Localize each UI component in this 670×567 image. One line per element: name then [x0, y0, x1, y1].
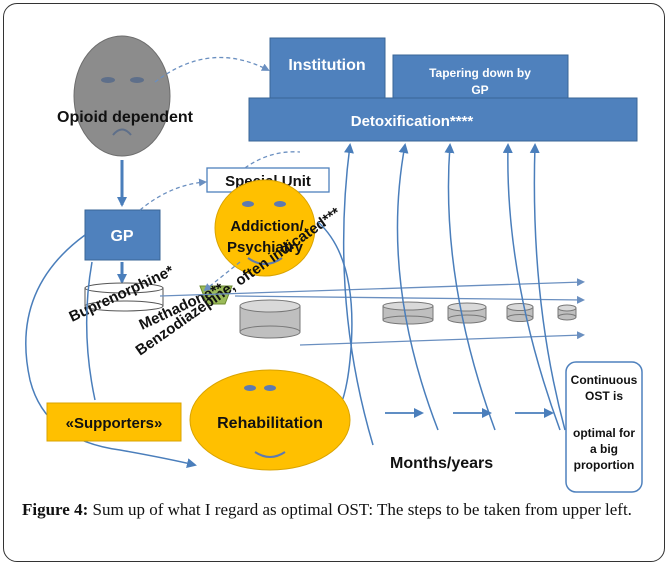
arrow-up-to-detox-1	[342, 143, 374, 446]
arrow-addiction-to-methadone	[203, 261, 241, 292]
addiction-label-line1: Addiction/	[230, 218, 304, 235]
detoxification-box	[248, 97, 638, 142]
taper-cylinder-3	[506, 303, 534, 322]
caption-label: Figure 4:	[22, 500, 89, 519]
continuous-ost-box	[565, 361, 643, 493]
arrow-up-to-detox-2	[396, 143, 439, 431]
loop-gp-to-supporters	[85, 261, 96, 401]
institution-box	[269, 37, 386, 99]
tapering-box	[392, 54, 569, 106]
buprenorphine-cylinder	[84, 282, 164, 312]
methadone-timeline-arrow	[234, 295, 585, 304]
detoxification-label: Detoxification****	[351, 113, 474, 130]
arrow-opioid-to-institution	[154, 56, 270, 83]
supporters-box	[46, 402, 182, 442]
arrow-special-to-detox	[244, 151, 301, 169]
rehabilitation-face	[189, 369, 351, 471]
benzodiazepine-cylinder	[239, 299, 301, 339]
continuous-line2: OST is	[585, 389, 623, 403]
arrow-up-to-detox-4	[502, 143, 561, 431]
rehabilitation-label: Rehabilitation	[217, 415, 323, 432]
continuous-line3: optimal for	[573, 426, 635, 440]
taper-cylinder-4	[557, 304, 577, 321]
figure-caption: Figure 4: Sum up of what I regard as opt…	[22, 498, 652, 521]
addiction-label-line2: Psychiatry	[227, 239, 304, 256]
continuous-line4: a big	[590, 442, 618, 456]
opioid-dependent-face	[73, 35, 171, 157]
taper-cylinder-1	[382, 301, 434, 325]
continuous-line5: proportion	[574, 458, 635, 472]
addiction-face	[214, 179, 316, 277]
buprenorphine-timeline-arrow	[159, 278, 585, 297]
taper-cylinder-2	[447, 302, 487, 324]
tapering-label-line2: GP	[471, 83, 488, 97]
months-years-label: Months/years	[390, 455, 493, 472]
institution-label: Institution	[288, 57, 365, 74]
loop-gp-to-rehabilitation	[25, 234, 197, 469]
benzodiazepine-timeline-arrow	[299, 331, 585, 346]
opioid-dependent-label: Opioid dependent	[57, 109, 194, 126]
supporters-label: «Supporters»	[66, 415, 163, 432]
tapering-label-line1: Tapering down by	[429, 66, 531, 80]
gp-label: GP	[110, 228, 133, 245]
arrow-up-to-detox-5	[529, 143, 566, 431]
caption-text: Sum up of what I regard as optimal OST: …	[88, 500, 632, 519]
arrow-gp-to-special-unit	[139, 178, 207, 211]
arrow-up-to-detox-3	[444, 143, 496, 431]
continuous-line1: Continuous	[571, 373, 638, 387]
